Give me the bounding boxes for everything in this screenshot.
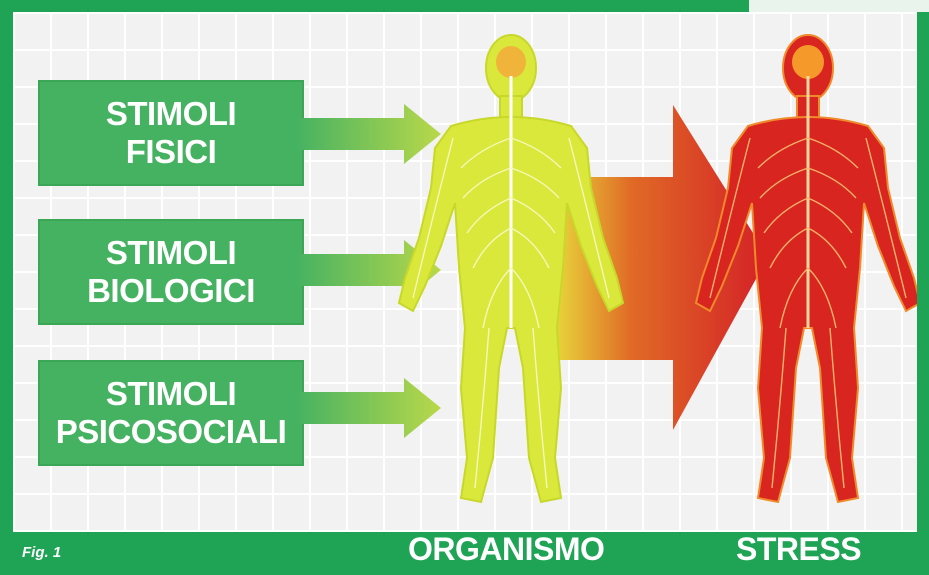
diagram-panel: STIMOLI FISICI STIMOLI BIOLOGICI STIMOLI… <box>13 12 917 532</box>
human-body-organism-icon <box>391 28 631 518</box>
stimulus-type: BIOLOGICI <box>87 272 255 310</box>
stimulus-box-psychosocial: STIMOLI PSICOSOCIALI <box>38 360 304 466</box>
stimulus-box-biological: STIMOLI BIOLOGICI <box>38 219 304 325</box>
stress-label: STRESS <box>736 531 861 568</box>
stimulus-title: STIMOLI <box>106 95 236 133</box>
organism-label: ORGANISMO <box>408 531 604 568</box>
figure-label: Fig. 1 <box>22 544 61 561</box>
stimulus-title: STIMOLI <box>106 234 236 272</box>
stimulus-title: STIMOLI <box>106 375 236 413</box>
human-body-stress-icon <box>688 28 917 518</box>
frame-corner <box>749 0 929 12</box>
stimulus-box-physical: STIMOLI FISICI <box>38 80 304 186</box>
stimulus-type: PSICOSOCIALI <box>56 413 287 451</box>
stimulus-type: FISICI <box>126 133 217 171</box>
